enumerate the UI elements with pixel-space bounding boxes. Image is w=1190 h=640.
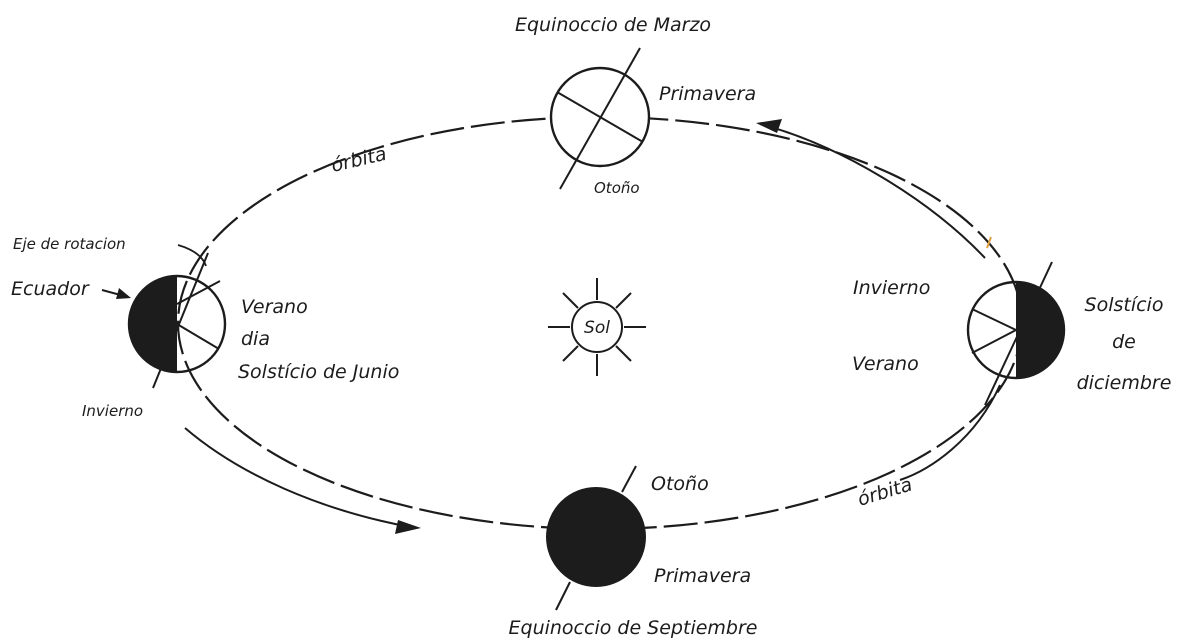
- label-december-solstice-1: Solstício: [1085, 294, 1164, 316]
- label-december-summer: Verano: [852, 353, 919, 375]
- label-december-solstice-2: de: [1112, 331, 1136, 353]
- direction-arrow-upper-right: [756, 119, 985, 258]
- label-orbit-bottom: órbita: [855, 473, 915, 510]
- label-december-winter: Invierno: [853, 277, 930, 299]
- label-axis-of-rotation: Eje de rotacion: [13, 235, 126, 253]
- label-september-autumn: Otoño: [651, 473, 709, 495]
- label-march-equinox: Equinoccio de Marzo: [515, 14, 711, 36]
- label-march-autumn: Otoño: [594, 179, 640, 197]
- label-september-spring: Primavera: [654, 565, 751, 587]
- earth-june-solstice: [129, 253, 225, 388]
- earth-march-equinox: [551, 48, 649, 189]
- label-september-equinox: Equinoccio de Septiembre: [509, 617, 758, 639]
- label-june-summer: Verano: [241, 296, 308, 318]
- earth-september-equinox: [547, 466, 645, 610]
- direction-arrow-lower-left: [185, 428, 421, 534]
- label-orbit-top: órbita: [329, 143, 388, 177]
- label-june-winter: Invierno: [82, 402, 143, 420]
- orbit-inner-arc-right: [900, 385, 1000, 480]
- label-june-day: dia: [241, 328, 270, 350]
- label-equator: Ecuador: [11, 278, 90, 300]
- earth-december-solstice: [968, 237, 1064, 405]
- sun-label: Sol: [584, 318, 610, 338]
- label-june-solstice: Solstício de Junio: [238, 361, 399, 383]
- label-december-solstice-3: diciembre: [1077, 372, 1172, 394]
- label-march-spring: Primavera: [659, 83, 756, 105]
- equator-pointer: [102, 288, 131, 299]
